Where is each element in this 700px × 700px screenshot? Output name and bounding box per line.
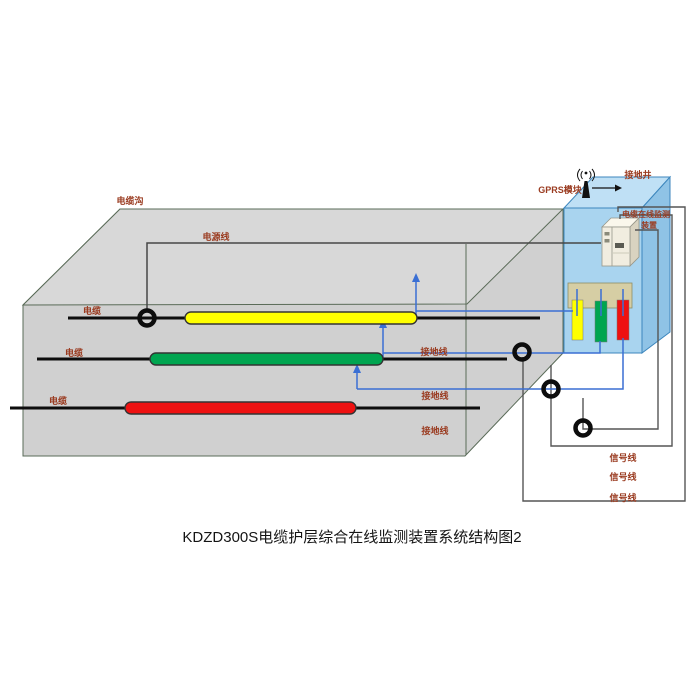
cable-yellow-sheath [184, 311, 418, 325]
cable-yellow [68, 311, 540, 325]
cable-label-green: 电缆 [65, 347, 83, 358]
cabinet-side [629, 217, 640, 267]
ground-wire-label-3: 接地线 [421, 425, 448, 436]
diagram-title: KDZD300S电缆护层综合在线监测装置系统结构图2 [182, 529, 521, 546]
ct-ring-1 [512, 342, 532, 362]
signal-line-middle [550, 214, 673, 447]
ct-ring-3 [573, 418, 593, 438]
ct-ring-power [137, 308, 157, 328]
well-side-face [641, 175, 671, 354]
ground-wire-label-2: 接地线 [421, 390, 448, 401]
cabinet-vent-2 [604, 239, 610, 243]
cable-green-sheath [149, 352, 384, 366]
trench-label: 电缆沟 [116, 195, 143, 206]
power-line-label: 电源线 [202, 231, 229, 242]
ground-wire-green [382, 326, 601, 358]
signal-wire-label-1: 信号线 [609, 452, 636, 463]
power-line [146, 242, 601, 309]
antenna-tip [584, 171, 588, 175]
monitoring-device-cabinet [601, 217, 640, 267]
ground-arrow-red [353, 364, 361, 373]
signal-line-outer [522, 206, 686, 502]
antenna-waves [577, 168, 595, 182]
cable-label-yellow: 电缆 [83, 305, 101, 316]
gprs-antenna-icon [577, 168, 622, 198]
trench-top-face [21, 208, 565, 306]
antenna-link-arrowhead [615, 184, 622, 192]
signal-wire-label-3: 信号线 [609, 492, 636, 503]
cable-red [10, 401, 480, 415]
ct-ring-2 [541, 379, 561, 399]
ground-well-label: 接地井 [624, 169, 651, 180]
cable-label-red: 电缆 [49, 395, 67, 406]
ground-wire-label-1: 接地线 [420, 346, 447, 357]
ground-wire-red [356, 338, 624, 390]
device-label-line1: 电缆在线监测 [622, 209, 670, 219]
gprs-label: GPRS模块 [538, 184, 583, 195]
cabinet-display [615, 243, 624, 248]
cabinet-vent-1 [604, 232, 610, 236]
cable-trench [21, 208, 565, 457]
ground-wire-yellow [415, 280, 573, 318]
ground-arrow-yellow [412, 273, 420, 282]
cable-red-sheath [124, 401, 357, 415]
grounding-wires [353, 273, 624, 390]
antenna-mast [582, 181, 590, 198]
device-label-line2: 装置 [640, 220, 657, 230]
cable-green [37, 352, 507, 366]
signal-wire-label-2: 信号线 [609, 471, 636, 482]
cable-termination-panel [567, 282, 633, 343]
